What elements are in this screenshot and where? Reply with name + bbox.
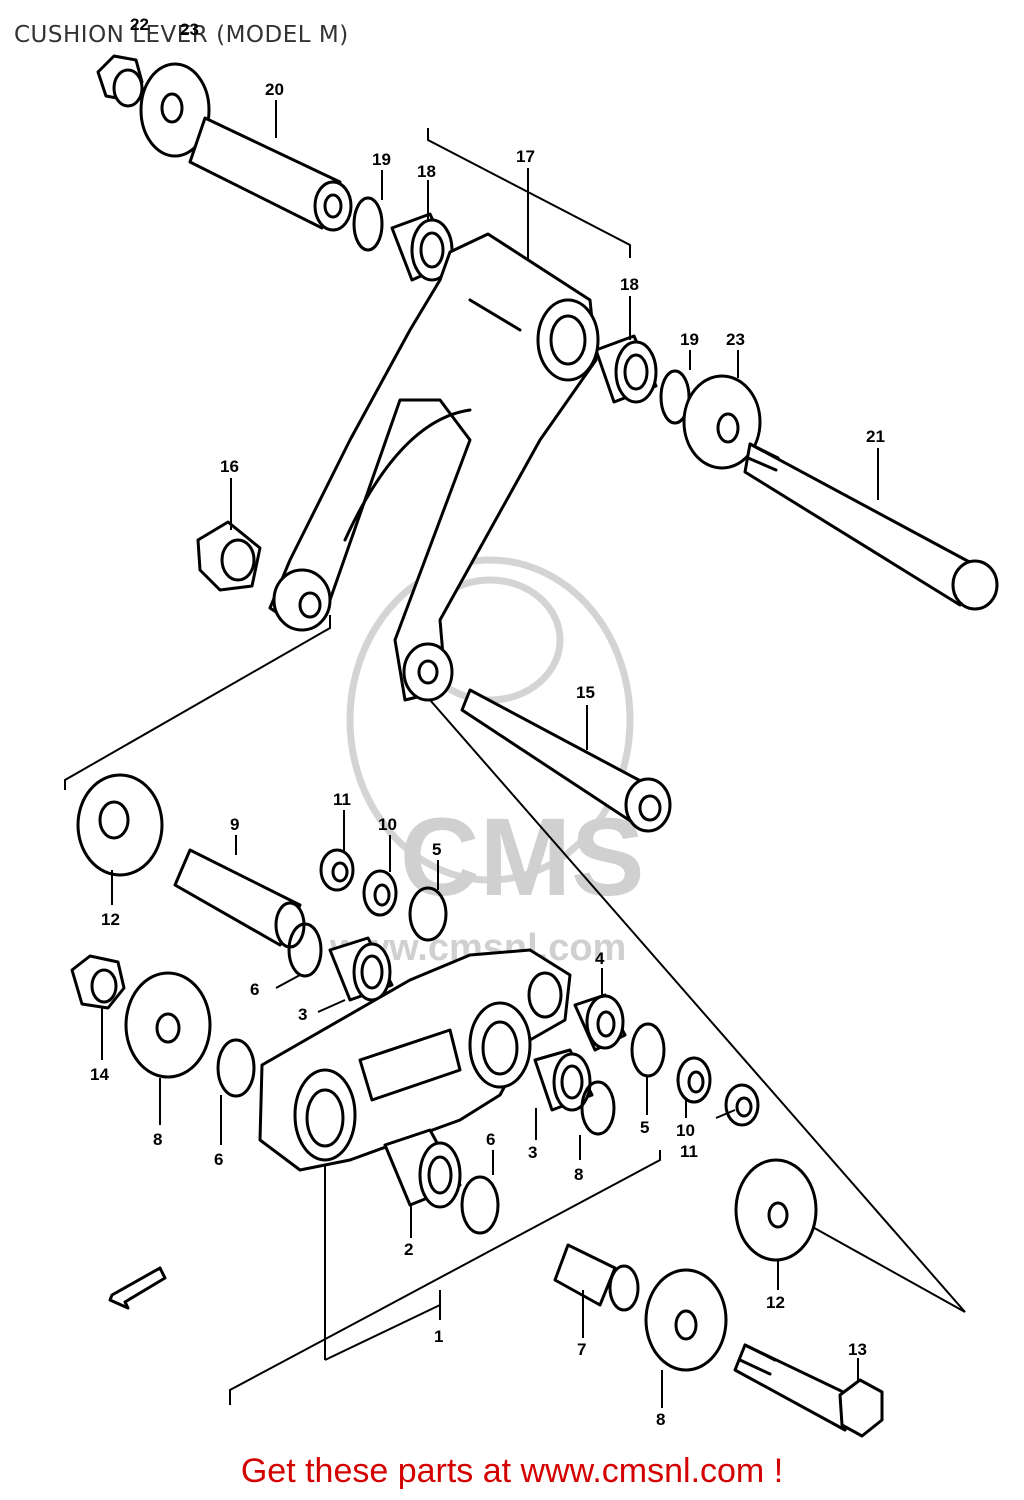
label-3-lower: 3 [528,1143,537,1162]
assembly-brackets [64,128,966,1405]
part-15-bolt [460,688,672,833]
label-11-lower: 11 [680,1142,698,1161]
part-1-cushion-rod [258,948,572,1172]
part-6-oring-d [460,1175,500,1235]
part-11-cap-lower [724,1083,760,1127]
part-20-spacer [188,116,353,232]
exploded-parts-diagram: CMS www.cmsnl.com [64,15,999,1438]
label-9: 9 [230,815,239,834]
label-18-right: 18 [620,275,639,294]
label-12-lower: 12 [766,1293,785,1312]
part-10-washer-upper [362,869,398,917]
label-10-upper: 10 [378,815,397,834]
label-13: 13 [848,1340,867,1359]
part-12-seal-upper [76,773,164,877]
part-14-nut [70,954,126,1010]
part-19-oring-left [352,196,384,252]
part-10-washer-lower [676,1056,712,1104]
part-16-nut [196,520,262,592]
part-12-seal-lower [734,1158,818,1262]
label-5-upper: 5 [432,840,441,859]
label-2: 2 [404,1240,413,1259]
label-8-lower: 8 [656,1410,665,1429]
label-22: 22 [130,15,149,34]
part-4-collar [573,993,627,1052]
part-21-bolt [743,442,999,611]
part-5-oring-upper [408,886,448,942]
label-19-left: 19 [372,150,391,169]
footer-banner-link[interactable]: Get these parts at www.cmsnl.com ! [240,1452,784,1490]
part-11-cap-upper [319,848,355,892]
label-21: 21 [866,427,885,446]
part-17-cushion-lever [268,232,600,702]
label-14: 14 [90,1065,109,1084]
label-23-top: 23 [180,20,199,39]
label-8-left: 8 [153,1130,162,1149]
label-6-c: 6 [486,1130,495,1149]
part-6-oring-a [287,922,323,978]
part-6-oring-b [216,1038,256,1098]
label-6-a: 6 [250,980,259,999]
label-11-upper: 11 [333,790,351,809]
forward-arrow-icon [108,1266,167,1310]
label-19-right: 19 [680,330,699,349]
label-7: 7 [577,1340,586,1359]
page-title: CUSHION LEVER (MODEL M) [14,22,349,48]
label-6-b: 6 [214,1150,223,1169]
part-2-bearing [383,1128,462,1209]
label-15: 15 [576,683,595,702]
label-18-left: 18 [417,162,436,181]
label-1: 1 [434,1327,443,1346]
label-10-lower: 10 [676,1121,695,1140]
label-17: 17 [516,147,535,166]
label-23-right: 23 [726,330,745,349]
part-22-nut [96,54,144,108]
label-16: 16 [220,457,239,476]
part-8-washer-lower [644,1268,728,1372]
part-13-bolt [733,1343,884,1438]
part-3-bearing-upper [328,936,394,1002]
part-18-bearing-right [594,334,658,404]
part-9-spacer [173,848,306,949]
label-8-mid: 8 [574,1165,583,1184]
label-3-upper: 3 [298,1005,307,1024]
part-8-washer-left [124,971,212,1079]
part-labels: 22 23 20 19 18 17 18 19 23 21 16 15 11 1… [90,15,885,1429]
leader-lines [101,100,879,1408]
label-20: 20 [265,80,284,99]
part-6-oring-c [580,1080,616,1136]
label-5-lower: 5 [640,1118,649,1137]
part-23-washer-right [682,374,762,470]
part-23-washer-top [139,62,211,158]
label-12-upper: 12 [101,910,120,929]
part-5-oring-lower [630,1022,666,1078]
part-3-bearing-lower [533,1048,594,1112]
label-4: 4 [595,949,605,968]
part-7-spacer [553,1243,640,1312]
